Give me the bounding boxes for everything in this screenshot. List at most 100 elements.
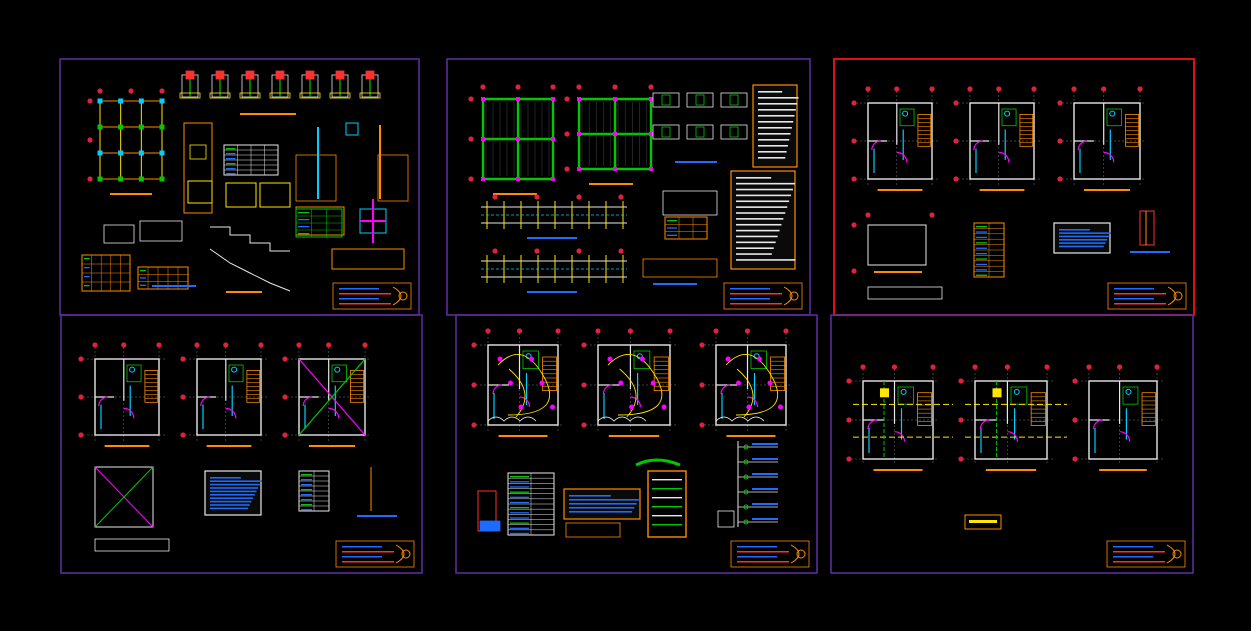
door-swing <box>200 396 210 407</box>
drawing-rect <box>365 70 375 80</box>
door-swing <box>602 384 613 395</box>
drawing-rect <box>730 540 810 568</box>
title-underline <box>226 153 236 155</box>
sheet-structure-framing[interactable] <box>446 58 811 316</box>
title-underline <box>152 285 196 287</box>
axis-marker <box>846 378 852 384</box>
axis-marker <box>699 382 705 388</box>
framing-plan <box>564 84 654 185</box>
title-underline <box>308 445 356 447</box>
schedule-table <box>223 144 279 176</box>
drawing-circle <box>1109 110 1116 117</box>
drawing-rect <box>752 84 798 168</box>
title-underline <box>758 97 799 99</box>
drawing-rect <box>335 540 415 568</box>
title-underline <box>226 163 236 165</box>
axis-marker <box>534 248 540 254</box>
title-underline <box>226 158 236 160</box>
drawing-rect <box>299 92 321 99</box>
column-marker <box>613 132 617 136</box>
title-underline <box>527 237 577 239</box>
column-marker <box>649 97 653 101</box>
title-underline <box>84 258 90 260</box>
floor-plan <box>180 342 267 447</box>
drawing-line <box>94 466 154 528</box>
title-underline <box>1059 245 1104 248</box>
drawing-circle <box>1172 549 1182 559</box>
title-underline <box>210 497 254 499</box>
drawing-rect <box>729 94 739 106</box>
drawing-circle <box>757 356 762 362</box>
drawing-circle <box>497 356 503 362</box>
title-underline <box>210 487 259 489</box>
title-underline <box>493 193 537 195</box>
column-footing <box>97 124 103 130</box>
title-underline <box>301 509 312 511</box>
axis-marker <box>713 328 719 334</box>
notes-box <box>1053 222 1111 254</box>
drawing-rect <box>269 92 291 99</box>
title-underline <box>342 551 394 553</box>
drawing-rect <box>479 520 501 532</box>
axis-marker <box>953 100 959 106</box>
title-underline <box>110 193 152 195</box>
sheet-frame <box>830 314 1194 574</box>
title-underline <box>730 293 782 295</box>
title-underline <box>736 206 788 208</box>
title-underline <box>298 233 310 235</box>
sheet-structure-foundations[interactable] <box>59 58 420 316</box>
notes-box <box>752 84 799 168</box>
axis-marker <box>564 166 570 172</box>
drawing-rect <box>633 350 651 370</box>
drawing-circle <box>1013 388 1020 395</box>
axis-marker <box>87 176 93 182</box>
title-underline <box>140 277 146 279</box>
title-underline <box>736 182 795 185</box>
axis-marker <box>471 342 477 348</box>
title-underline <box>226 168 236 170</box>
drawing-rect <box>1053 222 1111 254</box>
axis-marker <box>282 356 288 362</box>
column-footing <box>159 176 165 182</box>
title-underline <box>976 236 987 239</box>
axis-marker <box>618 248 624 254</box>
drawing-rect <box>522 350 539 370</box>
axis-marker <box>550 84 556 90</box>
drawing-circle <box>900 388 907 395</box>
drawing-rect <box>647 470 687 538</box>
axis-marker <box>326 342 332 348</box>
drawing-rect <box>137 266 189 290</box>
title-underline <box>1113 561 1165 563</box>
column-footing <box>138 124 144 130</box>
door-swing <box>747 396 759 408</box>
drawing-rect <box>652 92 680 108</box>
drawing-rect <box>94 538 170 552</box>
title-block <box>723 282 803 310</box>
axis-marker <box>958 417 964 423</box>
sheet-architecture-plans-finishes[interactable] <box>60 314 423 574</box>
drawing-circle <box>231 366 238 373</box>
axis-marker <box>865 212 871 218</box>
column-marker <box>481 97 485 101</box>
title-underline <box>652 506 682 508</box>
drawing-rect <box>1106 540 1186 568</box>
sheet-sanitary-installations[interactable] <box>830 314 1194 574</box>
door-swing <box>871 140 881 151</box>
single-line-diagram <box>717 441 778 528</box>
drawing-circle <box>529 356 534 362</box>
title-underline <box>1059 239 1108 241</box>
drawing-rect <box>661 126 671 138</box>
axis-marker <box>1044 364 1050 370</box>
axis-marker <box>159 88 165 94</box>
axis-marker <box>78 394 84 400</box>
title-block-logo <box>1166 544 1176 564</box>
sheet-electrical-installations[interactable] <box>455 314 818 574</box>
title-underline <box>758 145 788 147</box>
title-block <box>1107 282 1187 310</box>
axis-marker <box>846 456 852 462</box>
axis-marker <box>699 342 705 348</box>
axis-marker <box>996 86 1002 92</box>
title-underline <box>758 115 795 117</box>
door-swing <box>98 396 108 407</box>
